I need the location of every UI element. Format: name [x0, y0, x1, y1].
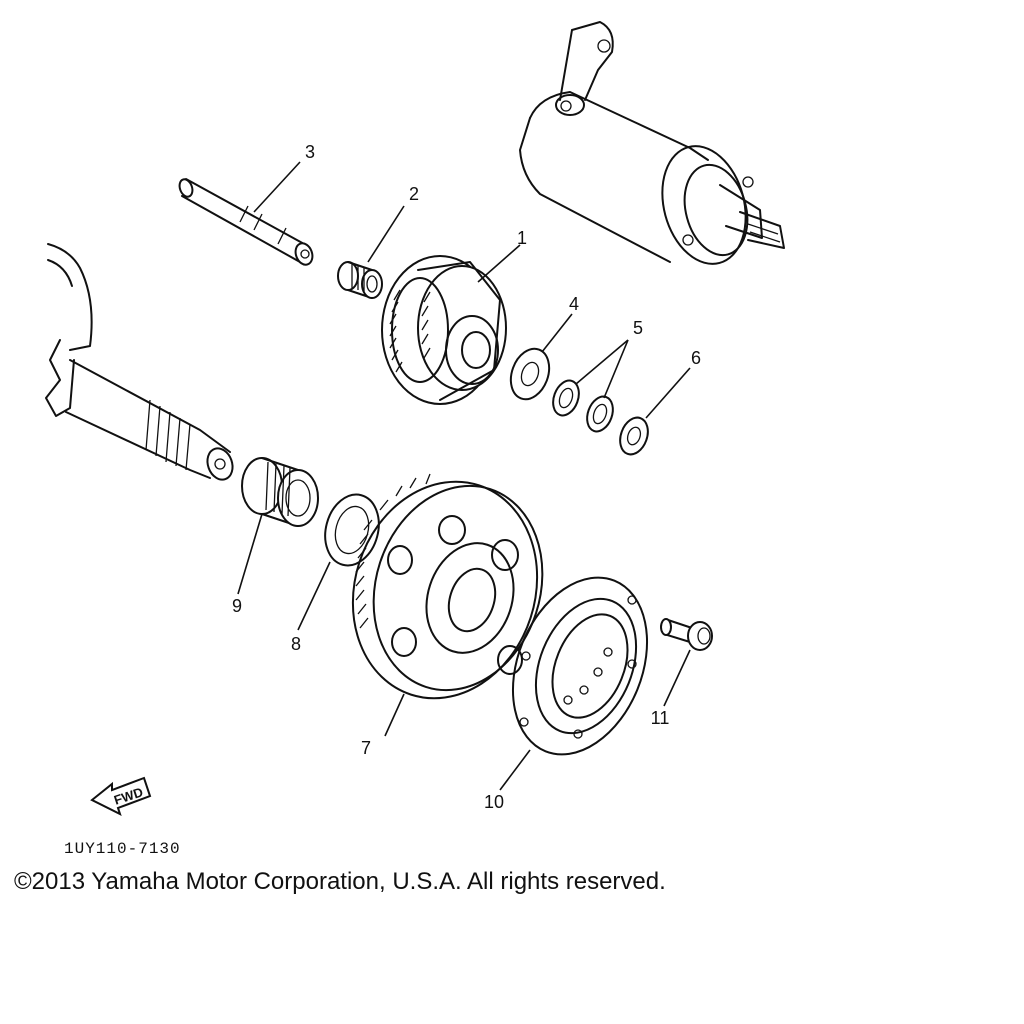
- callout-numbers: 1 2 3 4 5 6 7 8 9 10 11: [232, 142, 701, 812]
- part-6-washer: [619, 416, 649, 456]
- part-10-starter-clutch: [511, 576, 649, 756]
- part-9-bearing: [241, 457, 319, 527]
- callout-5: 5: [633, 318, 643, 338]
- callout-4: 4: [569, 294, 579, 314]
- callout-6: 6: [691, 348, 701, 368]
- callout-8: 8: [291, 634, 301, 654]
- fwd-arrow-icon: FWD: [90, 776, 152, 816]
- copyright-notice: ©2013 Yamaha Motor Corporation, U.S.A. A…: [14, 868, 666, 895]
- callout-9: 9: [232, 596, 242, 616]
- callout-11: 11: [651, 708, 670, 728]
- diagram-part-code: 1UY110-7130: [64, 840, 181, 858]
- callout-7: 7: [361, 738, 371, 758]
- callout-1: 1: [517, 228, 527, 248]
- part-2-needle-bearing: [337, 261, 383, 299]
- callout-2: 2: [409, 184, 419, 204]
- exploded-parts-diagram: 1 2 3 4 5 6 7 8 9 10 11 FWD: [45, 21, 785, 816]
- crankshaft: [45, 243, 234, 481]
- part-11-bolt: [660, 618, 713, 651]
- part-8-washer: [324, 493, 380, 567]
- part-5-circlips: [552, 379, 614, 433]
- callout-3: 3: [305, 142, 315, 162]
- part-3-shaft: [178, 178, 314, 266]
- leader-lines: [237, 161, 691, 791]
- part-4-washer: [509, 347, 551, 401]
- part-7-starter-wheel-gear: [351, 473, 544, 700]
- starter-motor: [519, 21, 785, 265]
- callout-10: 10: [484, 792, 504, 812]
- part-1-idler-gear: [381, 255, 507, 405]
